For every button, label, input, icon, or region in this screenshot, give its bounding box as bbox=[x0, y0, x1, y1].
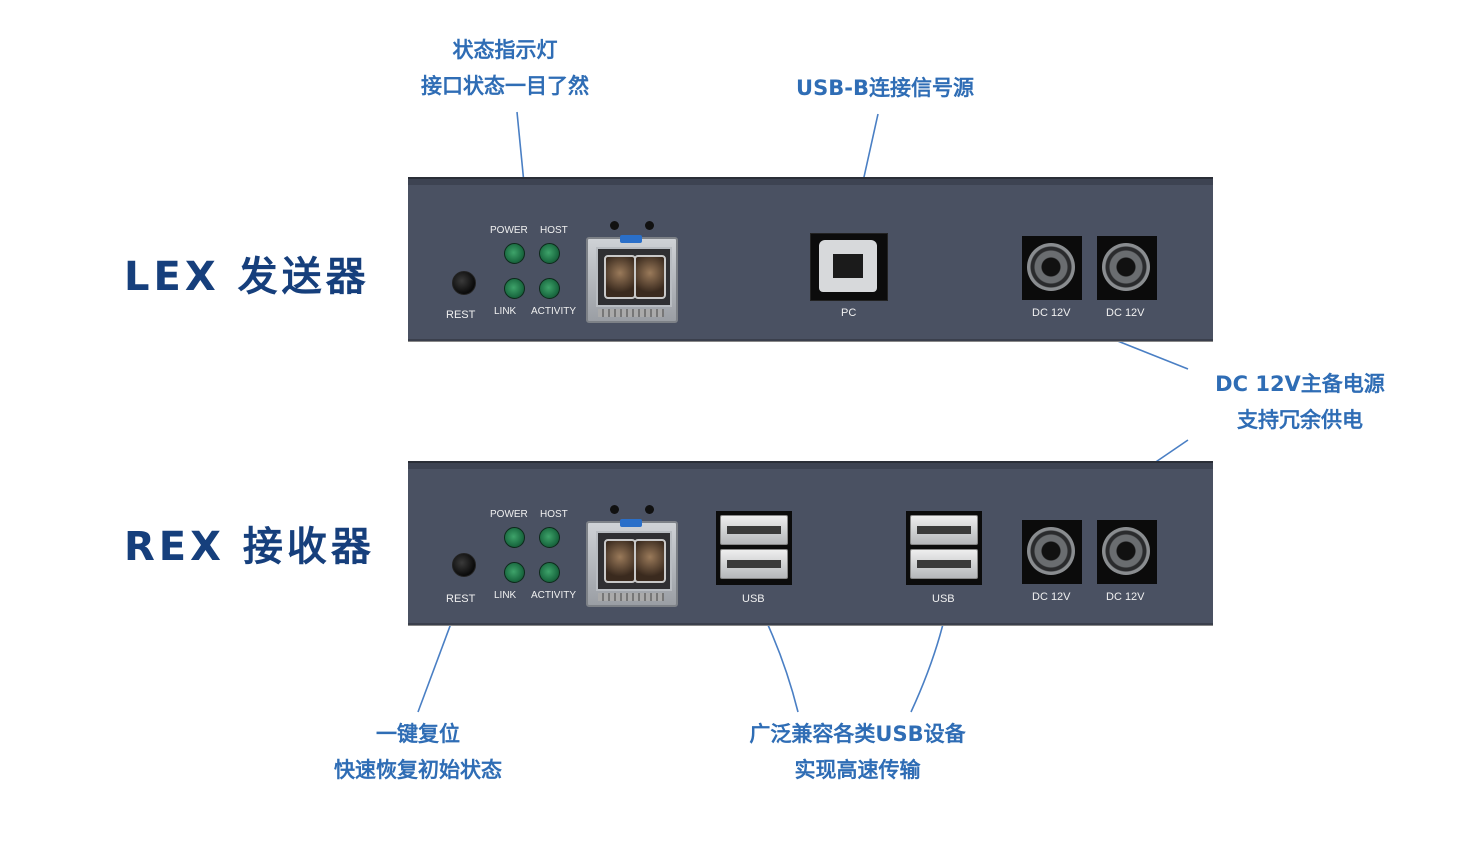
lex-activity-label: ACTIVITY bbox=[531, 306, 577, 317]
dc-callout-line1: DC 12V主备电源 bbox=[1215, 372, 1385, 396]
usbb-callout: USB-B连接信号源 bbox=[796, 76, 974, 100]
status-led-icon bbox=[539, 278, 560, 299]
rex-usb1-label: USB bbox=[742, 593, 765, 605]
status-led-icon bbox=[504, 527, 525, 548]
leader-line-usb2 bbox=[910, 611, 947, 713]
leader-line-usb1 bbox=[761, 611, 799, 713]
rex-activity-label: ACTIVITY bbox=[531, 590, 577, 601]
reset-callout-line1: 一键复位 bbox=[376, 722, 460, 746]
status-led-icon bbox=[504, 562, 525, 583]
status-led-icon bbox=[504, 278, 525, 299]
lex-power-label: POWER bbox=[490, 225, 528, 236]
reset-button-icon[interactable] bbox=[452, 553, 476, 577]
usb-b-port-icon[interactable] bbox=[810, 233, 888, 301]
indicator-hole-icon bbox=[610, 221, 619, 230]
reset-callout: 一键复位 快速恢复初始状态 bbox=[318, 716, 518, 788]
lex-link-label: LINK bbox=[494, 306, 517, 317]
status-led-icon bbox=[539, 243, 560, 264]
rex-link-label: LINK bbox=[494, 590, 517, 601]
indicator-hole-icon bbox=[610, 505, 619, 514]
rex-power-label: POWER bbox=[490, 509, 528, 520]
lex-rest-label: REST bbox=[446, 309, 476, 321]
rex-usb2-label: USB bbox=[932, 593, 955, 605]
lex-title: LEX 发送器 bbox=[124, 254, 370, 300]
dc-callout: DC 12V主备电源 支持冗余供电 bbox=[1200, 366, 1400, 438]
rex-front-panel: REST POWER HOST LINK ACTIVITY USB USB DC… bbox=[408, 461, 1213, 625]
lex-host-label: HOST bbox=[540, 225, 568, 236]
dc-power-jack-icon[interactable] bbox=[1097, 520, 1157, 584]
rex-rest-label: REST bbox=[446, 593, 476, 605]
led-callout: 状态指示灯 接口状态一目了然 bbox=[405, 32, 605, 104]
indicator-hole-icon bbox=[645, 505, 654, 514]
lex-dc1-label: DC 12V bbox=[1032, 307, 1071, 319]
dc-power-jack-icon[interactable] bbox=[1022, 236, 1082, 300]
usb-a-dual-port-icon[interactable] bbox=[716, 511, 792, 585]
led-callout-line2: 接口状态一目了然 bbox=[421, 74, 589, 98]
indicator-hole-icon bbox=[645, 221, 654, 230]
usb-callout-line2: 实现高速传输 bbox=[794, 758, 921, 782]
sfp-fiber-port-icon[interactable] bbox=[586, 235, 678, 323]
reset-button-icon[interactable] bbox=[452, 271, 476, 295]
rex-dc1-label: DC 12V bbox=[1032, 591, 1071, 603]
lex-pc-label: PC bbox=[841, 307, 857, 319]
lex-front-panel: REST POWER HOST LINK ACTIVITY PC DC 12V … bbox=[408, 177, 1213, 341]
usb-callout: 广泛兼容各类USB设备 实现高速传输 bbox=[735, 716, 980, 788]
status-led-icon bbox=[539, 562, 560, 583]
usb-a-dual-port-icon[interactable] bbox=[906, 511, 982, 585]
dc-power-jack-icon[interactable] bbox=[1022, 520, 1082, 584]
reset-callout-line2: 快速恢复初始状态 bbox=[334, 758, 502, 782]
leader-line-reset bbox=[417, 609, 457, 713]
rex-title: REX 接收器 bbox=[124, 524, 375, 570]
dc-power-jack-icon[interactable] bbox=[1097, 236, 1157, 300]
status-led-icon bbox=[539, 527, 560, 548]
led-callout-line1: 状态指示灯 bbox=[452, 38, 558, 62]
dc-callout-line2: 支持冗余供电 bbox=[1237, 408, 1363, 432]
rex-host-label: HOST bbox=[540, 509, 568, 520]
rex-dc2-label: DC 12V bbox=[1106, 591, 1145, 603]
status-led-icon bbox=[504, 243, 525, 264]
sfp-fiber-port-icon[interactable] bbox=[586, 519, 678, 607]
usb-callout-line1: 广泛兼容各类USB设备 bbox=[749, 722, 966, 746]
lex-dc2-label: DC 12V bbox=[1106, 307, 1145, 319]
